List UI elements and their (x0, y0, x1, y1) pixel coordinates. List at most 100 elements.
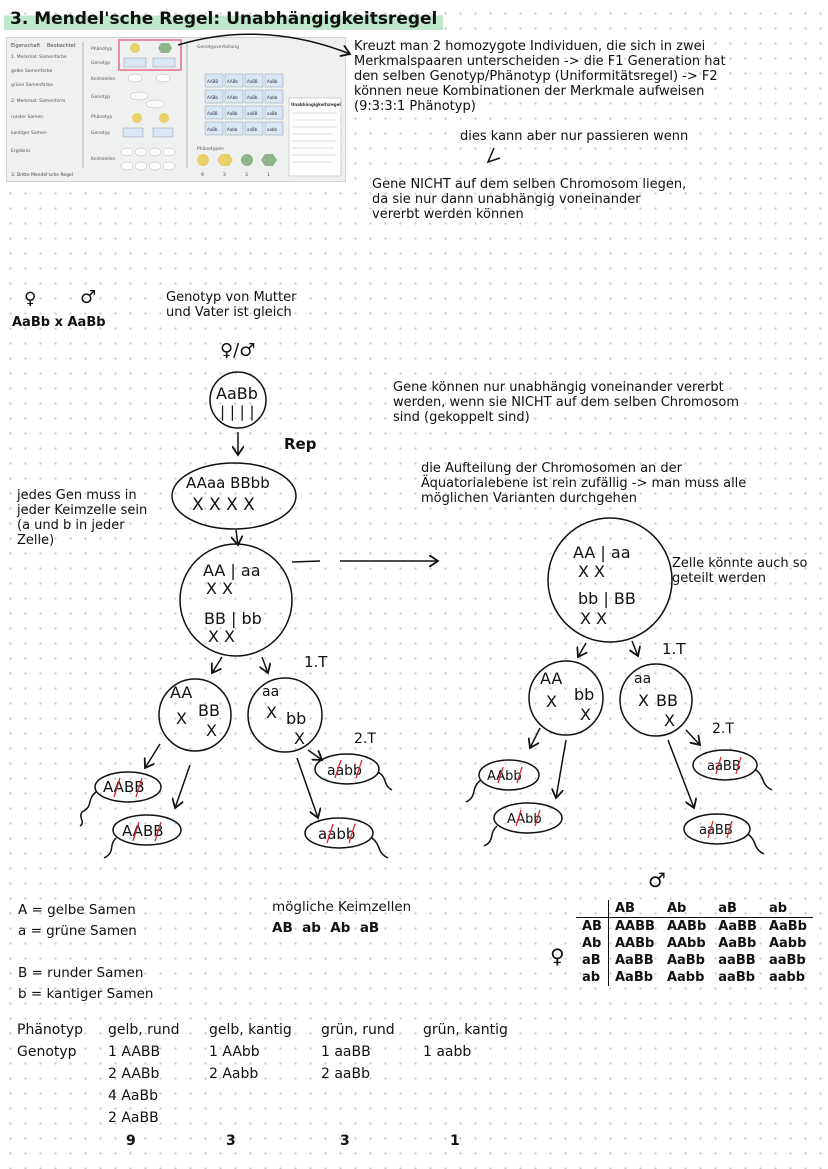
thumb-left-line: kantiger Samen (11, 130, 47, 136)
thumb-grid-cell (204, 121, 224, 136)
phenotype-count: 3 (226, 1133, 236, 1149)
genotype-item: 1 AABB (108, 1044, 161, 1060)
thumb-ratio: 1 (267, 172, 270, 178)
punnett-col-header: AB (608, 900, 661, 918)
male-symbol: ♂ (80, 287, 97, 308)
punnett-corner (576, 900, 609, 918)
left-daughter-b-x: X (266, 703, 277, 722)
punnett-cell: AABB (614, 919, 655, 934)
thumb-grid-cell (264, 105, 284, 120)
thumb-left-line: Ergebnis (11, 148, 31, 154)
thumb-grid-cell (264, 89, 284, 104)
thumb-grid-label: AABb (207, 95, 218, 100)
gamete-right (683, 813, 751, 845)
gene-note: jedes Gen muss in jeder Keimzelle sein (… (17, 488, 147, 548)
meta-left-x1: X X (206, 579, 233, 598)
gene-note-line: Zelle) (17, 533, 55, 548)
thumb-grid-label: AaBb (207, 127, 218, 132)
punnett-col-header: ab (762, 900, 813, 918)
thumb-left-line: gelbe Samenfarbe (11, 68, 53, 74)
gamete-tail (747, 833, 765, 855)
phenotype-label: Phänotyp (17, 1022, 83, 1038)
gamete-left-label: AABB (122, 822, 164, 840)
thumb-left-line: 2. Merkmal: Samenform (11, 98, 65, 104)
genotype-item: 1 aabb (423, 1044, 472, 1060)
independent-note-line: Gene können nur unabhängig voneinander v… (393, 380, 724, 395)
punnett-col-header: Ab (660, 900, 713, 918)
punnett-cell: AaBb (768, 919, 807, 934)
independent-note-line: sind (gekoppelt sind) (393, 410, 530, 425)
legend-B: B = runder Samen (18, 965, 144, 981)
thumb-grid-cell (244, 105, 264, 120)
meta-left-x2: X X (208, 627, 235, 646)
punnett-cell: aabb (768, 970, 806, 985)
cell-replicated (171, 462, 297, 530)
left-daughter-b-x2: X (294, 729, 305, 748)
left-daughter-a-x: X (176, 709, 187, 728)
thumb-grid-cell (224, 121, 244, 136)
random-note-line: möglichen Varianten durchgehen (421, 491, 637, 506)
genotype-item: 2 AaBB (108, 1110, 159, 1126)
left-daughter-a-b: BB (198, 701, 220, 720)
rep-label: Rep (284, 435, 317, 453)
gamete-left-label: aabb (318, 825, 355, 843)
reason-line: Gene NICHT auf dem selben Chromosom lieg… (372, 177, 687, 192)
thumb-grid-label: AaBb (247, 95, 258, 100)
second-division-left: 2.T (354, 731, 376, 747)
gamete-right (692, 749, 758, 781)
punnett-cell: AaBb (614, 970, 654, 985)
thumb-grid-cell (204, 73, 224, 88)
page-title: 3. Mendel'sche Regel: Unabhängigkeitsreg… (4, 8, 444, 30)
thumb-left-line: grüne Samenfarbe (11, 82, 53, 88)
legend-a: a = grüne Samen (18, 923, 137, 939)
punnett-row-header: aB (576, 952, 609, 969)
possible-gametes: mögliche Keimzellen AB ab Ab aB (272, 897, 411, 939)
thumb-grid-label: aaBB (247, 111, 258, 116)
punnett-row: Ab AABb AAbb AaBb Aabb (576, 935, 813, 952)
thumbnail-arrow (177, 33, 350, 54)
second-division-right: 2.T (712, 721, 734, 737)
genotype-item: 2 Aabb (209, 1066, 259, 1082)
genotype-item: 4 AaBb (108, 1088, 159, 1104)
thumb-grid-cell (224, 105, 244, 120)
first-division-right: 1.T (662, 640, 686, 658)
gamete-tail (371, 837, 389, 859)
phenotype-name: gelb, kantig (209, 1022, 292, 1038)
thumb-left-line: runder Samen (11, 114, 43, 120)
gamete-right-label: AAbb (487, 769, 522, 784)
thumb-footer: 3. Dritte Mendel'sche Regel (11, 172, 73, 178)
meta-left-top: AA | aa (203, 561, 261, 580)
gamete-right-label: aaBB (699, 823, 733, 838)
intro-line: können neue Kombinationen der Merkmale a… (354, 84, 705, 99)
meiosis-diagram: AaBb | | | | Rep AAaa BBbb X X X X AA | … (79, 33, 773, 859)
gamete-tail (755, 769, 773, 791)
gene-note-line: (a und b in jeder (17, 518, 125, 533)
gamete-left (314, 753, 380, 785)
punnett-square: AB Ab aB ab AB AABB AABb AaBB AaBb Ab AA… (576, 900, 813, 986)
thumb-grid-label: aaBb (247, 127, 258, 132)
cell-metaphase-right (547, 517, 673, 643)
punnett-table: AB Ab aB ab AB AABB AABb AaBB AaBb Ab AA… (576, 900, 813, 986)
thumb-grid-label: AaBB (247, 79, 258, 84)
reason-line: vererbt werden können (372, 207, 524, 222)
left-daughter-a-x2: X (206, 721, 217, 740)
parent-note: Genotyp von Mutter und Vater ist gleich (166, 290, 296, 320)
thumb-grid-label: Aabb (267, 95, 278, 100)
right-daughter-a-x2: X (580, 705, 591, 724)
thumb-row-label: Phänotyp (91, 46, 112, 52)
phenotype-name: gelb, rund (108, 1022, 180, 1038)
allele-legend: A = gelbe Samen a = grüne Samen B = rund… (18, 900, 154, 1005)
left-daughter-b-top: aa (262, 684, 279, 700)
punnett-female-symbol: ♀ (550, 944, 565, 968)
thumb-grid-cell (244, 121, 264, 136)
punnett-cell: AaBB (614, 953, 654, 968)
punnett-male-symbol: ♂ (648, 868, 666, 892)
thumb-grid-label: aabb (267, 127, 277, 132)
thumb-row-label: Genotyp (91, 94, 110, 100)
alt-note-line: geteilt werden (672, 571, 767, 586)
thumb-col-header-2: Beobachtet (47, 43, 76, 49)
condition-arrow (486, 147, 501, 164)
gene-note-line: jeder Keimzelle sein (17, 503, 148, 518)
gamete-tail (483, 825, 498, 847)
phenotype-count: 3 (340, 1133, 350, 1149)
